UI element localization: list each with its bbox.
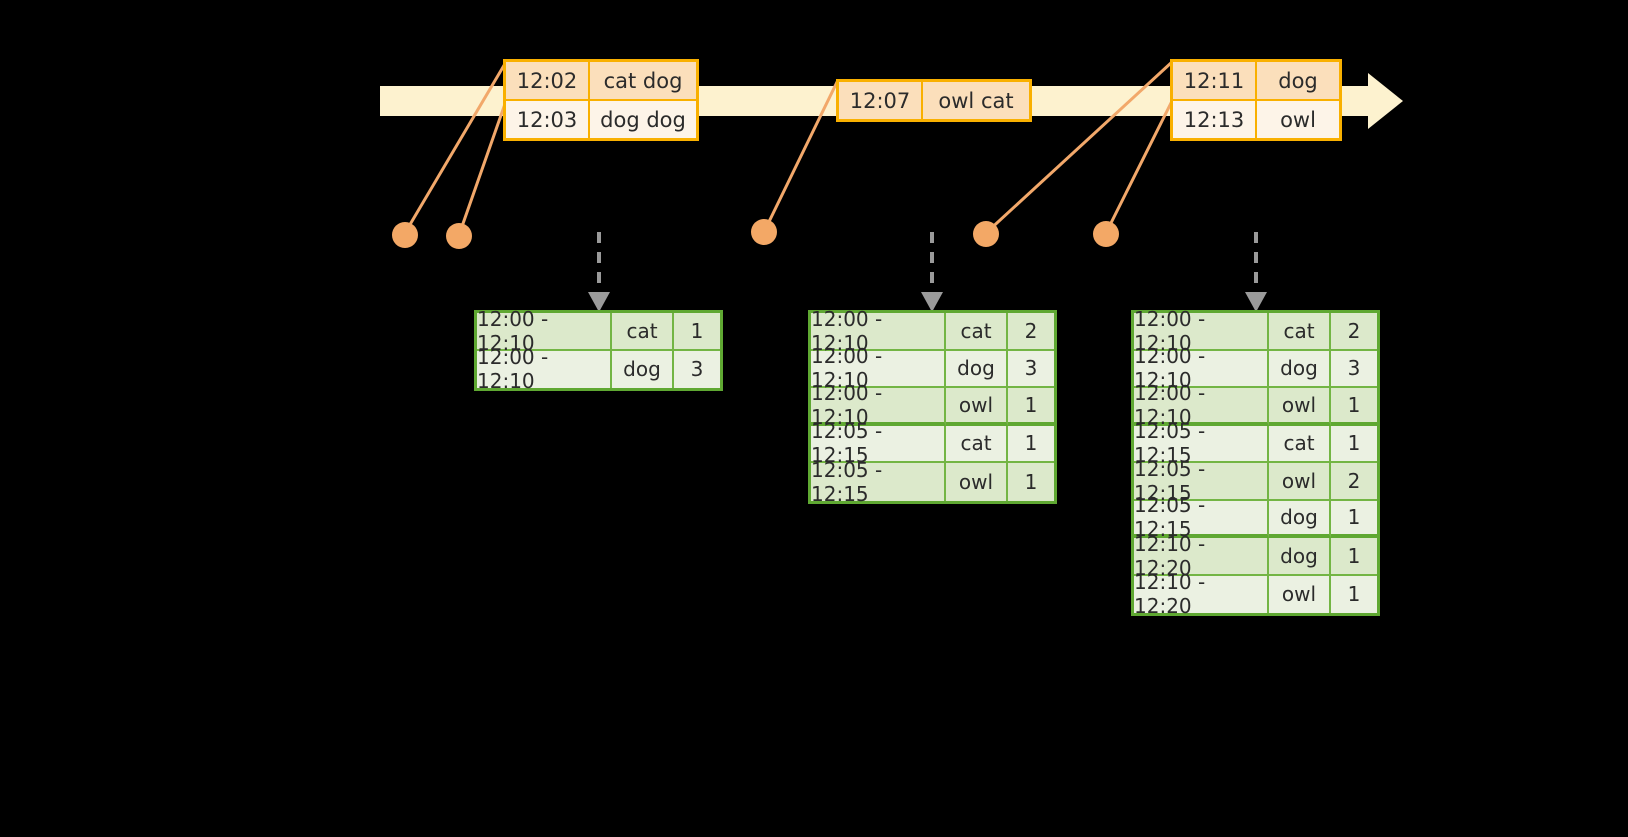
cell-key: cat	[1269, 313, 1331, 351]
cell-window: 12:00 - 12:10	[811, 307, 946, 355]
connector-dots	[392, 219, 1119, 249]
cell-key: dog	[612, 350, 674, 388]
cell-key: owl	[1269, 463, 1331, 501]
table-row[interactable]: 12:00 - 12:10 cat 2	[811, 307, 1054, 355]
table-row[interactable]: 12:10 - 12:20 owl 1	[1134, 570, 1377, 618]
table-row[interactable]: 12:10 - 12:20 dog 1	[1134, 532, 1377, 580]
connector-dot-1	[392, 222, 418, 248]
table-row[interactable]: 12:00 - 12:10 cat 1	[477, 307, 720, 355]
cell-count: 1	[1331, 575, 1377, 613]
cell-window: 12:10 - 12:20	[1134, 570, 1269, 618]
cell-key: cat	[946, 425, 1008, 463]
result-table-2[interactable]: 12:00 - 12:10 cat 2 12:00 - 12:10 dog 3 …	[808, 307, 1057, 506]
table-row[interactable]: 12:00 - 12:10 dog 3	[477, 345, 720, 393]
event-payload: owl	[1257, 101, 1339, 138]
cell-window: 12:00 - 12:10	[477, 307, 612, 355]
cell-key: owl	[1269, 575, 1331, 613]
event-row[interactable]: 12:02 cat dog	[506, 62, 696, 99]
connector-dot-4	[973, 221, 999, 247]
cell-window: 12:05 - 12:15	[1134, 457, 1269, 505]
cell-count: 1	[674, 313, 720, 351]
event-payload: owl cat	[923, 82, 1029, 119]
cell-key: cat	[946, 313, 1008, 351]
event-time: 12:07	[839, 82, 923, 119]
event-group-1[interactable]: 12:02 cat dog 12:03 dog dog	[503, 59, 699, 141]
event-payload: dog dog	[590, 101, 696, 138]
cell-count: 3	[1331, 350, 1377, 388]
table-row[interactable]: 12:05 - 12:15 cat 1	[1134, 419, 1377, 467]
cell-count: 1	[1331, 500, 1377, 538]
connector-dot-3	[751, 219, 777, 245]
table-row[interactable]: 12:00 - 12:10 owl 1	[1134, 381, 1377, 429]
connector-dot-2	[446, 223, 472, 249]
cell-key: owl	[946, 388, 1008, 426]
event-payload: cat dog	[590, 62, 696, 99]
table-row[interactable]: 12:05 - 12:15 owl 1	[811, 458, 1054, 506]
cell-window: 12:05 - 12:15	[811, 458, 946, 506]
cell-count: 3	[1008, 350, 1054, 388]
cell-window: 12:00 - 12:10	[1134, 344, 1269, 392]
event-row[interactable]: 12:11 dog	[1173, 62, 1339, 99]
timeline-arrowhead	[1368, 73, 1403, 129]
cell-key: owl	[946, 463, 1008, 501]
cell-key: cat	[612, 313, 674, 351]
cell-window: 12:05 - 12:15	[811, 419, 946, 467]
event-payload: dog	[1257, 62, 1339, 99]
event-time: 12:13	[1173, 101, 1257, 138]
cell-window: 12:00 - 12:10	[1134, 381, 1269, 429]
table-row[interactable]: 12:05 - 12:15 dog 1	[1134, 493, 1377, 541]
event-group-2[interactable]: 12:07 owl cat	[836, 79, 1032, 122]
cell-key: dog	[1269, 538, 1331, 576]
event-time: 12:11	[1173, 62, 1257, 99]
cell-count: 1	[1331, 425, 1377, 463]
table-row[interactable]: 12:05 - 12:15 cat 1	[811, 419, 1054, 467]
cell-count: 1	[1331, 388, 1377, 426]
cell-count: 1	[1331, 538, 1377, 576]
event-time: 12:02	[506, 62, 590, 99]
cell-count: 1	[1008, 388, 1054, 426]
connector-dot-5	[1093, 221, 1119, 247]
cell-count: 1	[1008, 425, 1054, 463]
table-row[interactable]: 12:00 - 12:10 owl 1	[811, 381, 1054, 429]
event-time: 12:03	[506, 101, 590, 138]
event-row[interactable]: 12:03 dog dog	[506, 99, 696, 138]
result-table-1[interactable]: 12:00 - 12:10 cat 1 12:00 - 12:10 dog 3	[474, 307, 723, 393]
event-group-3[interactable]: 12:11 dog 12:13 owl	[1170, 59, 1342, 141]
cell-count: 2	[1331, 463, 1377, 501]
cell-count: 2	[1008, 313, 1054, 351]
cell-window: 12:05 - 12:15	[1134, 493, 1269, 541]
cell-key: dog	[946, 350, 1008, 388]
cell-count: 1	[1008, 463, 1054, 501]
table-row[interactable]: 12:00 - 12:10 dog 3	[1134, 344, 1377, 392]
cell-count: 3	[674, 350, 720, 388]
cell-window: 12:00 - 12:10	[811, 381, 946, 429]
cell-window: 12:00 - 12:10	[477, 345, 612, 393]
cell-key: dog	[1269, 350, 1331, 388]
table-row[interactable]: 12:05 - 12:15 owl 2	[1134, 457, 1377, 505]
cell-count: 2	[1331, 313, 1377, 351]
connector-line-5	[1104, 100, 1174, 234]
event-row[interactable]: 12:13 owl	[1173, 99, 1339, 138]
cell-key: owl	[1269, 388, 1331, 426]
event-row[interactable]: 12:07 owl cat	[839, 82, 1029, 119]
connector-line-2	[457, 100, 508, 236]
cell-key: dog	[1269, 500, 1331, 538]
result-table-3[interactable]: 12:00 - 12:10 cat 2 12:00 - 12:10 dog 3 …	[1131, 307, 1380, 618]
cell-key: cat	[1269, 425, 1331, 463]
